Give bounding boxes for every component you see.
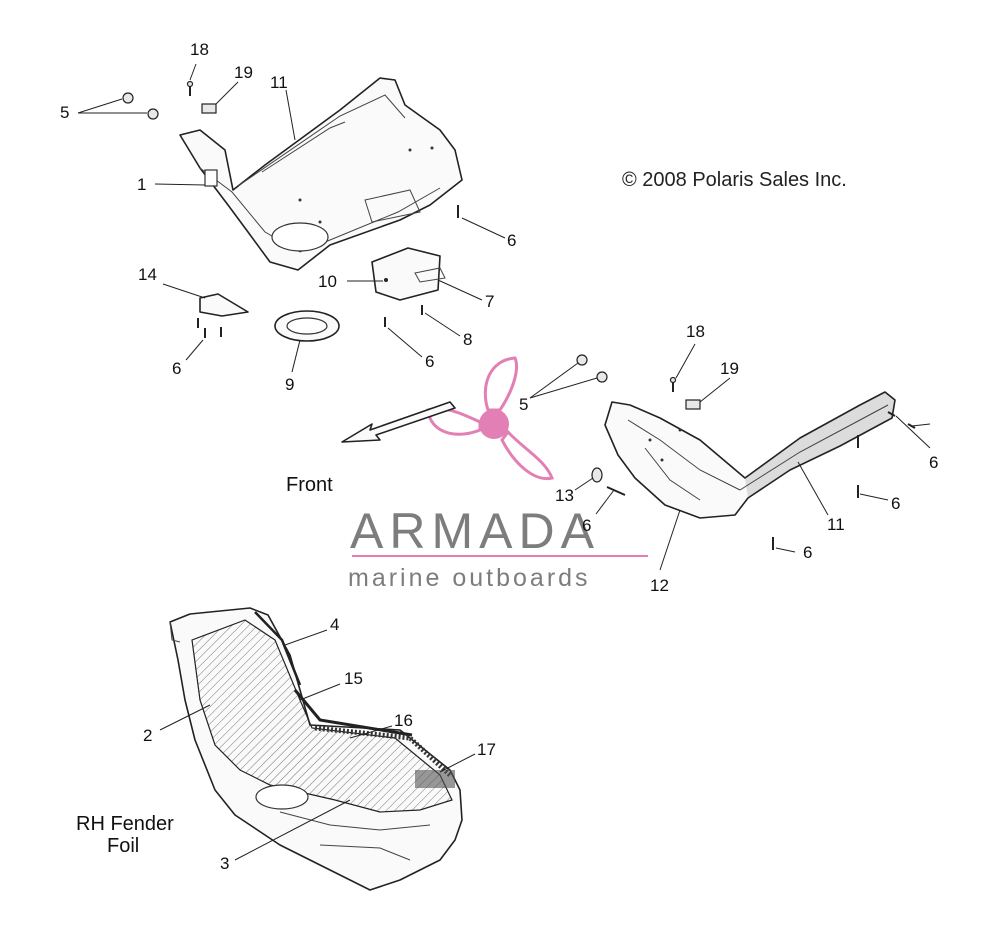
callout-16: 16 <box>394 711 413 730</box>
foil-part-2 <box>191 619 453 813</box>
callout-19: 19 <box>234 63 253 82</box>
callout-3: 3 <box>220 854 229 873</box>
front-label: Front <box>286 474 333 496</box>
callout-6: 6 <box>172 359 181 378</box>
grommet-part-13 <box>591 467 603 483</box>
callout-6: 6 <box>891 494 900 513</box>
bracket-part-7 <box>371 247 446 301</box>
callout-1: 1 <box>137 175 146 194</box>
callout-12: 12 <box>650 576 669 595</box>
callout-5: 5 <box>60 103 69 122</box>
hardware-part-5-right <box>576 354 608 383</box>
pad-part-17 <box>415 770 455 788</box>
caption-line-1: RH Fender <box>76 813 174 835</box>
front-arrow <box>341 401 456 443</box>
edge-part-4 <box>254 611 302 686</box>
callout-15: 15 <box>344 669 363 688</box>
caption-line-2: Foil <box>107 835 139 857</box>
callout-13: 13 <box>555 486 574 505</box>
hardware-part-18-right <box>669 376 677 392</box>
callout-4: 4 <box>330 615 339 634</box>
screws-part-6-right <box>606 411 916 550</box>
callout-8: 8 <box>463 330 472 349</box>
callout-10: 10 <box>318 272 337 291</box>
copyright-text: © 2008 Polaris Sales Inc. <box>622 169 847 191</box>
callout-numbers: 18 19 11 5 1 6 10 7 8 6 14 6 9 18 19 5 6… <box>60 40 938 873</box>
callout-5: 5 <box>519 395 528 414</box>
callout-18: 18 <box>190 40 209 59</box>
fender-1-opening <box>271 222 329 252</box>
armada-logo <box>426 356 555 481</box>
fender-part-1 <box>179 77 463 271</box>
trim-ring-part-9 <box>274 310 340 342</box>
callout-9: 9 <box>285 375 294 394</box>
callout-18: 18 <box>686 322 705 341</box>
clip-part-19-top <box>201 103 217 114</box>
callout-11: 11 <box>270 73 288 92</box>
callout-14: 14 <box>138 265 157 284</box>
watermark-subtitle: marine outboards <box>348 564 591 592</box>
callout-6: 6 <box>582 516 591 535</box>
callout-6: 6 <box>803 543 812 562</box>
watermark-title: ARMADA <box>350 503 600 559</box>
callout-2: 2 <box>143 726 152 745</box>
callout-6: 6 <box>507 231 516 250</box>
clip-part-19-right <box>685 399 701 410</box>
hardware-part-5-top <box>122 92 159 120</box>
callout-6: 6 <box>425 352 434 371</box>
callout-19: 19 <box>720 359 739 378</box>
fender-foil-assembly <box>169 607 463 891</box>
callout-7: 7 <box>485 292 494 311</box>
callout-17: 17 <box>477 740 496 759</box>
bracket-part-14 <box>199 293 249 317</box>
callout-11: 11 <box>827 515 845 534</box>
callout-6: 6 <box>929 453 938 472</box>
seal-part-15 <box>293 689 413 737</box>
screws-part-6-top <box>197 205 459 338</box>
fender-part-12 <box>604 391 896 519</box>
hardware-part-18-top <box>186 80 194 96</box>
leader-lines <box>77 63 931 861</box>
